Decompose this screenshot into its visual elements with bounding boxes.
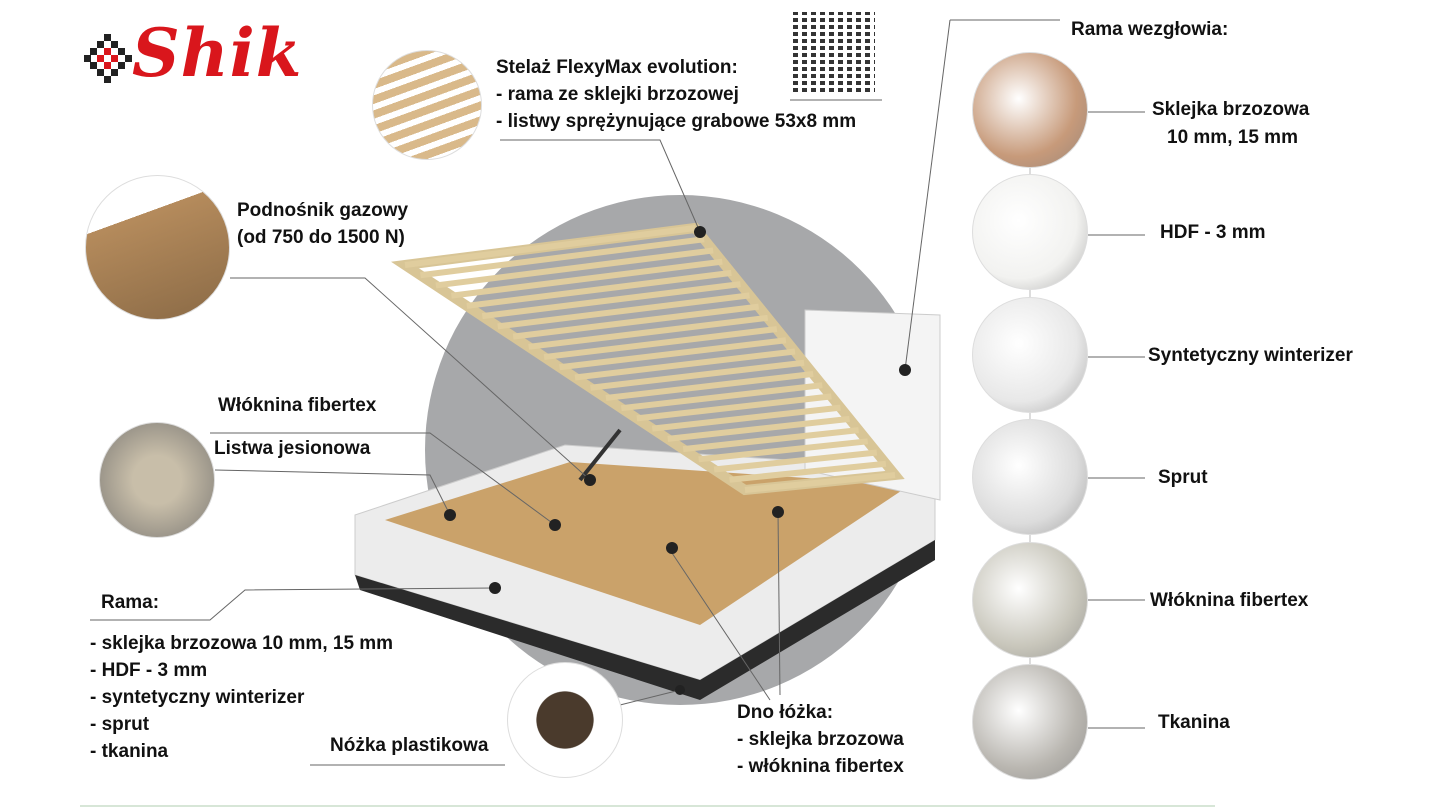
frame-item: - tkanina bbox=[90, 741, 169, 762]
qr-code[interactable] bbox=[793, 12, 875, 92]
gas-lift bbox=[578, 428, 622, 482]
slats-line: - listwy sprężynujące grabowe 53x8 mm bbox=[496, 111, 857, 132]
slat bbox=[450, 258, 723, 299]
slat bbox=[481, 281, 741, 320]
slats-title: Stelaż FlexyMax evolution: bbox=[496, 57, 738, 78]
slat bbox=[667, 415, 850, 442]
layer-label: Tkanina bbox=[1158, 712, 1230, 733]
slat bbox=[543, 326, 778, 361]
layer-label: Syntetyczny winterizer bbox=[1148, 345, 1353, 366]
bed-shadow bbox=[355, 540, 935, 700]
callout-dots bbox=[444, 226, 911, 695]
layer-label: 10 mm, 15 mm bbox=[1167, 127, 1298, 148]
frame-item: - sprut bbox=[90, 714, 150, 735]
checker-icon bbox=[84, 34, 132, 83]
bottom-title: Dno łóżka: bbox=[737, 702, 834, 723]
slat bbox=[435, 247, 714, 289]
layer-label: Sprut bbox=[1158, 467, 1208, 488]
slat bbox=[698, 438, 869, 463]
frame-item: - syntetyczny winterizer bbox=[90, 687, 305, 708]
slat bbox=[713, 449, 878, 473]
slat bbox=[621, 382, 823, 412]
slat bbox=[404, 225, 696, 268]
layer-photo bbox=[972, 664, 1088, 780]
slat-frame bbox=[391, 222, 905, 496]
layer-photo bbox=[972, 52, 1088, 168]
slats-line: - rama ze sklejki brzozowej bbox=[496, 84, 739, 105]
slats-photo bbox=[372, 50, 482, 160]
slat bbox=[497, 292, 750, 330]
slat bbox=[605, 370, 814, 401]
slat bbox=[744, 472, 896, 493]
slat bbox=[528, 314, 769, 350]
bottom-item: - sklejka brzozowa bbox=[737, 729, 904, 750]
lift-title: Podnośnik gazowy bbox=[237, 200, 409, 221]
layer-photo bbox=[972, 174, 1088, 290]
slat bbox=[420, 236, 705, 279]
layer-label: Włóknina fibertex bbox=[1150, 590, 1309, 611]
slat bbox=[682, 427, 859, 453]
layer-label: Sklejka brzozowa bbox=[1152, 99, 1310, 120]
headboard-title: Rama wezgłowia: bbox=[1071, 19, 1229, 40]
slat bbox=[574, 348, 796, 381]
slat bbox=[559, 337, 787, 371]
frame-item: - HDF - 3 mm bbox=[90, 660, 208, 681]
slat bbox=[636, 393, 832, 422]
slat bbox=[466, 269, 732, 309]
slat bbox=[651, 404, 841, 432]
frame-title: Rama: bbox=[101, 592, 160, 613]
frame-item: - sklejka brzozowa 10 mm, 15 mm bbox=[90, 633, 394, 654]
bed-bottom bbox=[385, 462, 910, 625]
leg-label: Nóżka plastikowa bbox=[330, 735, 489, 756]
bottom-item: - włóknina fibertex bbox=[737, 756, 904, 777]
ash-strip-label: Listwa jesionowa bbox=[214, 438, 371, 459]
frame-list: - sklejka brzozowa 10 mm, 15 mm - HDF - … bbox=[90, 630, 393, 765]
plastic-leg-photo bbox=[507, 662, 623, 778]
lift-force: (od 750 do 1500 N) bbox=[237, 227, 405, 248]
slat bbox=[590, 359, 805, 391]
slat bbox=[729, 460, 887, 483]
layer-photo bbox=[972, 419, 1088, 535]
gas-lift-photo bbox=[85, 175, 230, 320]
layer-photo bbox=[972, 297, 1088, 413]
shik-logo: Shik bbox=[84, 14, 301, 102]
ash-strip-photo bbox=[99, 422, 215, 538]
slat bbox=[512, 303, 760, 340]
layer-label: HDF - 3 mm bbox=[1160, 222, 1266, 243]
fibertex-label: Włóknina fibertex bbox=[218, 395, 377, 416]
layer-photo bbox=[972, 542, 1088, 658]
